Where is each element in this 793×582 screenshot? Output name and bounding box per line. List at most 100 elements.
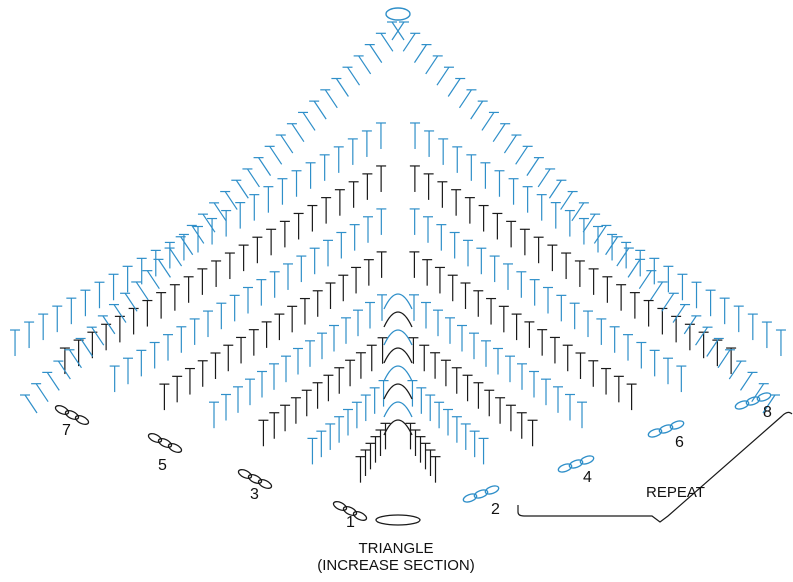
edge-stitch: [369, 44, 383, 63]
edge-stitch: [324, 89, 338, 109]
chain-stitch: [167, 443, 183, 453]
edge-stitch: [246, 168, 260, 188]
edge-stitch: [436, 66, 450, 86]
edge-stitch: [683, 315, 697, 335]
edge-stitch: [302, 112, 316, 131]
edge-stitch: [80, 338, 94, 357]
chain-arch: [383, 311, 413, 328]
edge-stitch: [358, 55, 372, 75]
edge-stitch: [593, 225, 607, 244]
edge-stitch: [180, 236, 194, 256]
edge-stitch: [224, 191, 238, 210]
edge-stitch: [124, 292, 138, 312]
chain-arch: [383, 419, 413, 436]
edge-stitch: [46, 372, 60, 391]
stitch-symbols: [10, 21, 786, 483]
edge-stitch: [24, 394, 38, 414]
edge-stitch: [447, 78, 461, 97]
chain-stitch: [352, 511, 368, 521]
repeat-bracket: [517, 411, 793, 523]
edge-stitch: [291, 123, 305, 143]
chain-stitch: [332, 501, 348, 511]
edge-stitch: [347, 66, 361, 86]
chain-stitch: [756, 392, 772, 402]
chain-stitch: [257, 479, 273, 489]
edge-stitch: [650, 281, 664, 301]
chain-stitch: [342, 506, 358, 516]
edge-stitch: [191, 225, 205, 244]
edge-stitch: [402, 32, 416, 52]
edge-stitch: [515, 146, 529, 165]
edge-stitch: [335, 78, 349, 97]
repeat-label: REPEAT: [646, 484, 705, 501]
edge-stitch: [391, 21, 405, 41]
edge-stitch: [706, 338, 720, 357]
edge-stitch: [728, 360, 742, 380]
edge-stitch: [380, 32, 394, 52]
chain-arch: [383, 293, 413, 310]
chain-stitch: [237, 469, 253, 479]
row-label-5: 5: [158, 457, 167, 474]
edge-stitch: [503, 134, 517, 154]
edge-stitch: [202, 213, 216, 233]
edge-stitch: [605, 236, 619, 256]
edge-stitch: [762, 394, 776, 414]
row-label-1: 1: [346, 514, 355, 531]
edge-stitch: [481, 112, 495, 131]
edge-stitch: [638, 270, 652, 289]
edge-stitch: [157, 259, 171, 278]
edge-stitch: [113, 304, 127, 323]
chain-symbols: [54, 7, 772, 526]
chain-stitch: [579, 455, 595, 465]
edge-stitch: [458, 89, 472, 109]
edge-stitch: [751, 383, 765, 403]
edge-stitch: [695, 326, 709, 346]
edge-stitch: [35, 383, 49, 403]
edge-stitch: [68, 349, 82, 369]
edge-stitch: [213, 202, 227, 222]
edge-stitch: [492, 123, 506, 143]
chain-stitch: [734, 400, 750, 410]
chain-stitch: [658, 424, 674, 434]
chain-stitch: [157, 438, 173, 448]
chain-arch: [383, 365, 413, 382]
edge-stitch: [627, 259, 641, 278]
edge-stitch: [235, 179, 249, 199]
edge-stitch: [672, 304, 686, 323]
chain-arch: [383, 401, 413, 418]
edge-stitch: [740, 372, 754, 391]
edge-stitch: [413, 44, 427, 63]
edge-stitch: [102, 315, 116, 335]
top-chain-loop: [385, 7, 411, 21]
row-label-8: 8: [763, 404, 772, 421]
edge-stitch: [560, 191, 574, 210]
chain-stitch: [247, 474, 263, 484]
chain-arch: [383, 383, 413, 400]
edge-stitch: [280, 134, 294, 154]
edge-stitch: [470, 100, 484, 120]
edge-stitch: [717, 349, 731, 369]
chain-arch: [383, 329, 413, 346]
chain-stitch: [484, 485, 500, 495]
chain-stitch: [557, 463, 573, 473]
edge-stitch: [537, 168, 551, 188]
chain-stitch: [64, 410, 80, 420]
chain-stitch: [74, 415, 90, 425]
caption-line-1: TRIANGLE: [358, 540, 433, 557]
chain-arch: [383, 347, 413, 364]
edge-stitch: [425, 55, 439, 75]
chain-stitch: [568, 459, 584, 469]
edge-stitch: [135, 281, 149, 301]
caption-line-2: (INCREASE SECTION): [317, 557, 475, 574]
chain-stitch: [147, 433, 163, 443]
edge-stitch: [661, 292, 675, 312]
edge-stitch: [313, 100, 327, 120]
chain-stitch: [462, 493, 478, 503]
chain-stitch: [54, 405, 70, 415]
chain-stitch: [669, 420, 685, 430]
edge-stitch: [169, 247, 183, 267]
edge-stitch: [258, 157, 272, 176]
edge-stitch: [616, 247, 630, 267]
chain-stitch: [647, 428, 663, 438]
